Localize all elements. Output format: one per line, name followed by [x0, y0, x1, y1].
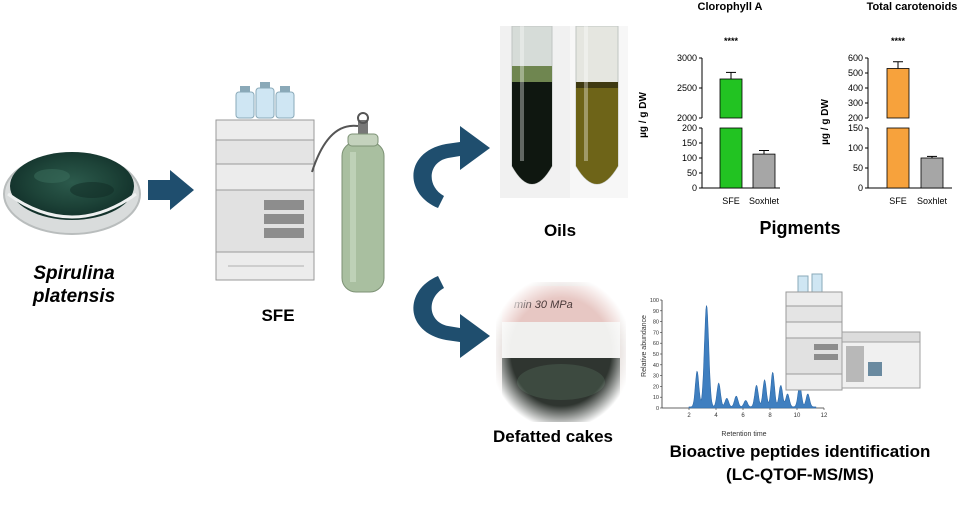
chlorophyll-ytick-label: 150: [682, 138, 697, 148]
right-arrow-icon: [148, 170, 194, 210]
sfe-label: SFE: [261, 306, 295, 325]
spirulina-label-line2: platensis: [32, 286, 116, 307]
oils-label: Oils: [543, 221, 577, 240]
defatted-cakes-label: Defatted cakes: [492, 427, 613, 446]
gas-cylinder-icon: [341, 112, 385, 293]
solvent-bottles-icon: [235, 82, 295, 119]
chlorophyll-ytick-label: 50: [687, 168, 697, 178]
chromatogram-xtick-label: 4: [714, 413, 718, 419]
oils-tubes-image: [500, 26, 628, 198]
chromatogram-xtick-label: 10: [794, 413, 801, 419]
chlorophyll-ylabel: µg / g DW: [638, 92, 649, 138]
chromatogram-xlabel: Retention time: [721, 431, 766, 438]
peptides-label-line1: Bioactive peptides identification: [669, 442, 931, 461]
chlorophyll-bar-soxhlet: [752, 153, 776, 189]
curved-arrow-up-icon: [413, 126, 490, 208]
chromatogram-ytick-label: 20: [653, 384, 659, 390]
carotenoids-bar-sfe-upper: [886, 68, 910, 119]
carotenoids-ytick-label: 600: [848, 53, 863, 63]
carotenoids-ylabel: µg / g DW: [820, 99, 831, 145]
carotenoids-significance: ****: [891, 36, 906, 46]
carotenoids-ytick-label: 0: [858, 183, 863, 193]
chromatogram-ytick-label: 80: [653, 320, 659, 326]
carotenoids-chart: Total carotenoids µg / g DW 0 50 100 150200…: [820, 1, 958, 206]
chromatogram-ylabel: Relative abundance: [641, 315, 648, 377]
carotenoids-ytick-label: 200: [848, 113, 863, 123]
chromatogram-ytick-label: 60: [653, 341, 659, 347]
curved-arrow-down-icon: [413, 276, 490, 358]
chromatogram-ytick-label: 10: [653, 395, 659, 401]
carotenoids-xtick-soxhlet: Soxhlet: [917, 196, 948, 206]
chromatogram-xtick-label: 2: [687, 413, 691, 419]
pigments-label: Pigments: [759, 218, 841, 238]
carotenoids-ytick-label: 50: [853, 163, 863, 173]
chromatogram-ytick-label: 100: [650, 298, 659, 304]
chlorophyll-xtick-sfe: SFE: [722, 196, 740, 206]
sfe-instrument-image: [215, 82, 385, 293]
carotenoids-ytick-label: 150: [848, 123, 863, 133]
carotenoids-ytick-label: 500: [848, 68, 863, 78]
chromatogram-xtick-label: 12: [821, 413, 828, 419]
chromatogram-ytick-label: 40: [653, 363, 659, 369]
carotenoids-ytick-label: 400: [848, 83, 863, 93]
chlorophyll-ytick-label: 2500: [677, 83, 697, 93]
chlorophyll-ytick-label: 3000: [677, 53, 697, 63]
chlorophyll-bar-sfe-upper: [719, 78, 743, 119]
chromatogram-ytick-label: 0: [656, 406, 659, 412]
chromatogram-chart: Relative abundance Retention time 0 10 20 3…: [641, 298, 828, 438]
chlorophyll-significance: ****: [724, 36, 739, 46]
carotenoids-bar-sfe-lower: [886, 127, 910, 189]
chromatogram-xtick-label: 6: [741, 413, 745, 419]
spirulina-label-line1: Spirulina: [33, 263, 115, 284]
lcms-instrument-image: [785, 273, 921, 391]
carotenoids-ytick-label: 300: [848, 98, 863, 108]
carotenoids-bar-soxhlet: [920, 157, 944, 189]
chlorophyll-chart-title: Clorophyll A: [698, 1, 763, 13]
chlorophyll-ytick-label: 100: [682, 153, 697, 163]
chromatogram-ytick-label: 30: [653, 374, 659, 380]
defatted-cake-image: min 30 MPa: [496, 282, 626, 422]
chromatogram-ytick-label: 70: [653, 330, 659, 336]
chlorophyll-ytick-label: 2000: [677, 113, 697, 123]
chromatogram-trace: [688, 305, 817, 409]
spirulina-dish-image: [3, 152, 141, 235]
chlorophyll-ytick-label: 200: [682, 123, 697, 133]
chlorophyll-xtick-soxhlet: Soxhlet: [749, 196, 780, 206]
carotenoids-xtick-sfe: SFE: [889, 196, 907, 206]
carotenoids-chart-title: Total carotenoids: [867, 1, 958, 13]
peptides-label-line2: (LC-QTOF-MS/MS): [726, 465, 874, 484]
carotenoids-ytick-label: 100: [848, 143, 863, 153]
chlorophyll-bar-sfe-lower: [719, 127, 743, 189]
chromatogram-ytick-label: 90: [653, 309, 659, 315]
chlorophyll-ytick-label: 0: [692, 183, 697, 193]
chromatogram-ytick-label: 50: [653, 352, 659, 358]
chromatogram-xtick-label: 8: [768, 413, 772, 419]
